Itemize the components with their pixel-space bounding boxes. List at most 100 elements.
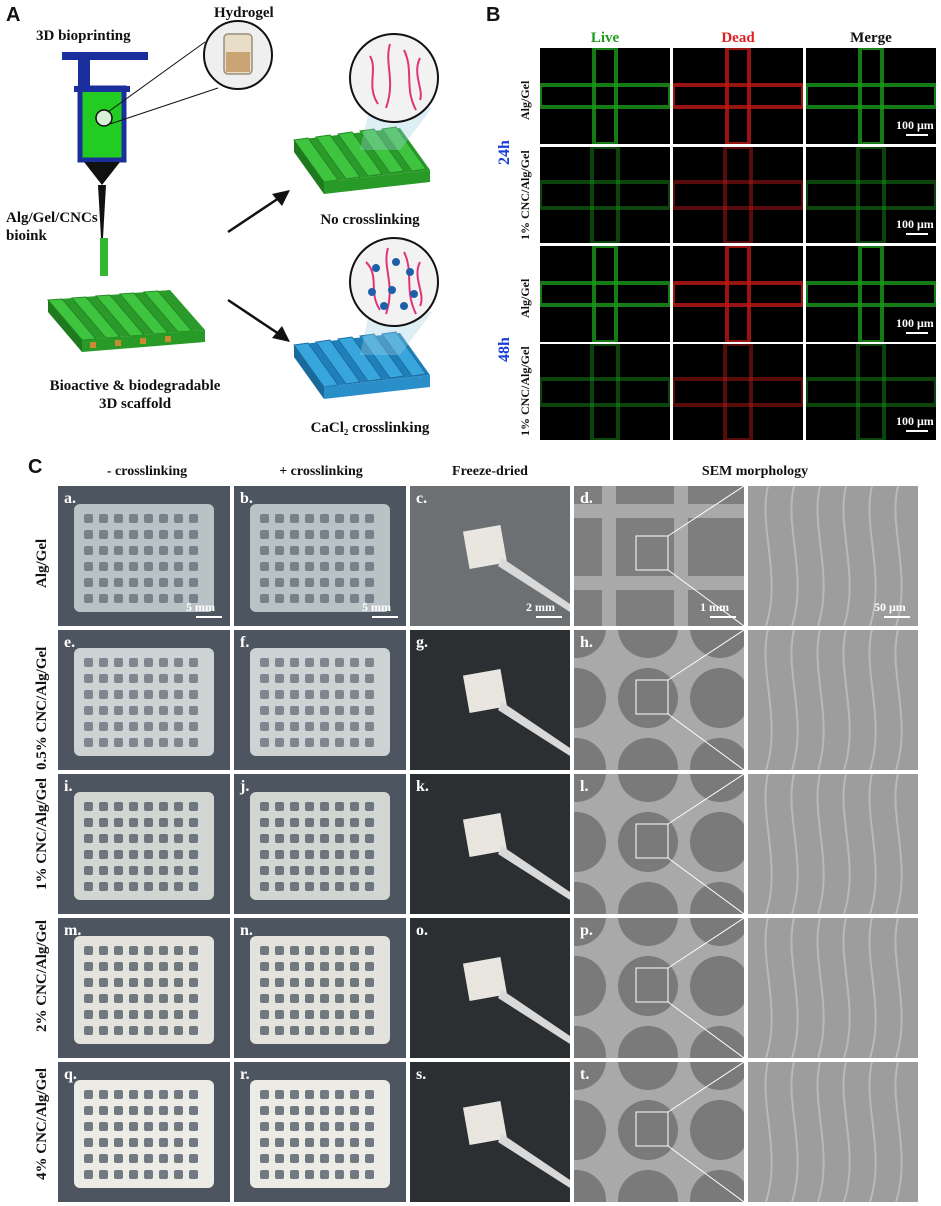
fluorescence-image	[540, 147, 670, 243]
scale-bar	[372, 616, 398, 618]
subpanel-letter: a.	[64, 490, 76, 507]
panel-a-illustration	[46, 20, 439, 399]
sample-photo: l.	[574, 774, 744, 914]
subpanel-letter: c.	[416, 490, 428, 507]
crosslink-magnifier-icon	[349, 237, 439, 355]
left-scaffold-icon	[46, 290, 205, 352]
scale-bar	[710, 616, 736, 618]
scale-bar	[906, 332, 928, 334]
sample-photo: p.	[574, 918, 744, 1058]
subpanel-letter: b.	[240, 490, 253, 507]
no-crosslinking-scaffold-icon	[293, 126, 430, 194]
sample-photo: 50 μm	[748, 486, 918, 626]
b-row-label-1: Alg/Gel	[518, 80, 532, 120]
sample-photo	[748, 630, 918, 770]
fluorescence-image	[673, 344, 803, 440]
scale-bar-label: 100 μm	[896, 316, 934, 330]
subpanel-letter: i.	[64, 778, 73, 795]
bioink-label-line2: bioink	[6, 228, 47, 244]
sample-photo: o.	[410, 918, 570, 1058]
subpanel-letter: e.	[64, 634, 76, 651]
sample-photo	[748, 918, 918, 1058]
scale-bar	[884, 616, 910, 618]
scale-bar	[196, 616, 222, 618]
scale-bar-label: 1 mm	[700, 600, 729, 614]
subpanel-letter: g.	[416, 634, 428, 651]
c-col-header-3: Freeze-dried	[452, 464, 528, 479]
subpanel-letter: t.	[580, 1066, 590, 1083]
scale-bar	[906, 430, 928, 432]
b-row-label-3: Alg/Gel	[518, 278, 532, 318]
fluorescence-image: 100 μm	[806, 344, 936, 440]
sample-photo: a. 5 mm	[58, 486, 230, 626]
merge-column-header: Merge	[850, 30, 892, 46]
fluorescence-image	[673, 147, 803, 243]
panel-a-letter: A	[6, 4, 21, 26]
b-row-label-2: 1% CNC/Alg/Gel	[518, 150, 532, 240]
cacl2-crosslinking-label: CaCl₂ crosslinking	[310, 420, 430, 436]
c-col-header-1: - crosslinking	[106, 464, 188, 479]
b-row-label-4: 1% CNC/Alg/Gel	[518, 346, 532, 436]
fluorescence-image: 100 μm	[806, 48, 936, 144]
polymer-chain-magnifier-icon	[349, 33, 439, 150]
scaffold-label-line2: 3D scaffold	[98, 396, 172, 412]
scale-bar	[906, 134, 928, 136]
subpanel-letter: l.	[580, 778, 589, 795]
c-row-label-5: 4% CNC/Alg/Gel	[34, 1067, 50, 1180]
fluorescence-image	[540, 344, 670, 440]
hydrogel-label: Hydrogel	[214, 5, 274, 21]
dead-column-header: Dead	[721, 30, 755, 46]
scale-bar-label: 50 μm	[874, 600, 906, 614]
subpanel-letter: k.	[416, 778, 429, 795]
sample-photo: k.	[410, 774, 570, 914]
sample-photo: m.	[58, 918, 230, 1058]
subpanel-letter: r.	[240, 1066, 250, 1083]
sample-photo: n.	[234, 918, 406, 1058]
sample-photo: h.	[574, 630, 744, 770]
subpanel-letter: h.	[580, 634, 593, 651]
subpanel-letter: p.	[580, 922, 593, 939]
panel-c-letter: C	[28, 456, 43, 478]
scale-bar-label: 100 μm	[896, 217, 934, 231]
subpanel-letter: j.	[240, 778, 250, 795]
fluorescence-image: 100 μm	[806, 147, 936, 243]
timepoint-24h-label: 24h	[496, 140, 513, 165]
subpanel-letter: o.	[416, 922, 428, 939]
fluorescence-image	[673, 48, 803, 144]
hydrogel-vial-icon	[107, 20, 273, 125]
c-row-label-1: Alg/Gel	[34, 538, 50, 588]
sample-photo: b. 5 mm	[234, 486, 406, 626]
bioink-label-line1: Alg/Gel/CNCs	[6, 210, 98, 226]
scaffold-label-line1: Bioactive & biodegradable	[49, 378, 221, 394]
sample-photo	[748, 1062, 918, 1202]
scale-bar-label: 5 mm	[186, 600, 215, 614]
timepoint-48h-label: 48h	[496, 337, 513, 362]
sample-photo: c. 2 mm	[410, 486, 570, 626]
sample-photo: j.	[234, 774, 406, 914]
scale-bar-label: 2 mm	[526, 600, 555, 614]
subpanel-letter: d.	[580, 490, 593, 507]
scale-bar-label: 100 μm	[896, 118, 934, 132]
sample-photo	[748, 774, 918, 914]
sample-photo: i.	[58, 774, 230, 914]
c-row-label-3: 1% CNC/Alg/Gel	[34, 777, 50, 890]
subpanel-letter: q.	[64, 1066, 77, 1083]
subpanel-letter: f.	[240, 634, 250, 651]
sample-photo: d. 1 mm	[574, 486, 744, 626]
fluorescence-image	[673, 246, 803, 342]
subpanel-letter: n.	[240, 922, 253, 939]
fluorescence-image: 100 μm	[806, 246, 936, 342]
sample-photo: e.	[58, 630, 230, 770]
sample-photo: s.	[410, 1062, 570, 1202]
c-row-label-4: 2% CNC/Alg/Gel	[34, 919, 50, 1032]
sample-photo: r.	[234, 1062, 406, 1202]
sample-photo: f.	[234, 630, 406, 770]
scale-bar	[906, 233, 928, 235]
subpanel-letter: m.	[64, 922, 82, 939]
scale-bar-label: 5 mm	[362, 600, 391, 614]
c-row-label-2: 0.5% CNC/Alg/Gel	[34, 646, 50, 770]
fluorescence-image	[540, 246, 670, 342]
sample-photo: q.	[58, 1062, 230, 1202]
live-column-header: Live	[590, 30, 620, 46]
bioprinting-label: 3D bioprinting	[36, 28, 131, 44]
